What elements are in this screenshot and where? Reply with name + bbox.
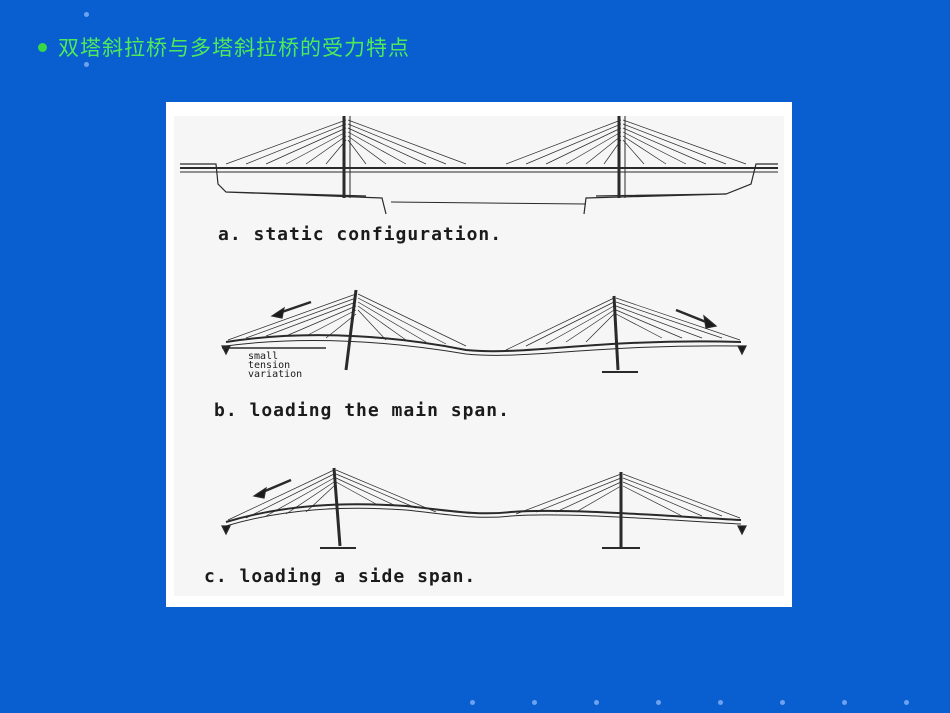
decor-dot	[84, 12, 89, 17]
bridge-figure: a. static configuration. small tension v…	[166, 102, 792, 607]
caption-c: c. loading a side span.	[204, 566, 477, 587]
caption-a: a. static configuration.	[218, 224, 503, 245]
diagram-a	[180, 116, 778, 215]
decor-dot	[470, 700, 475, 705]
decor-dot	[84, 62, 89, 67]
decor-dot	[780, 700, 785, 705]
decor-dot	[904, 700, 909, 705]
decor-dot	[656, 700, 661, 705]
decor-dot	[532, 700, 537, 705]
decor-dot	[594, 700, 599, 705]
small-label-line: small	[248, 351, 279, 362]
title-row: 双塔斜拉桥与多塔斜拉桥的受力特点	[38, 32, 410, 62]
small-label-line: variation	[248, 369, 303, 380]
small-label-line: tension	[248, 360, 291, 371]
decor-dot	[842, 700, 847, 705]
bridge-diagram	[174, 116, 784, 596]
bullet-icon	[38, 42, 47, 52]
small-tension-label: small tension variation	[248, 351, 303, 380]
caption-b: b. loading the main span.	[214, 400, 510, 421]
bottom-decor-dots	[470, 700, 909, 705]
diagram-c	[221, 467, 747, 549]
decor-dot	[718, 700, 723, 705]
diagram-b	[221, 289, 747, 373]
slide-title: 双塔斜拉桥与多塔斜拉桥的受力特点	[58, 36, 410, 60]
